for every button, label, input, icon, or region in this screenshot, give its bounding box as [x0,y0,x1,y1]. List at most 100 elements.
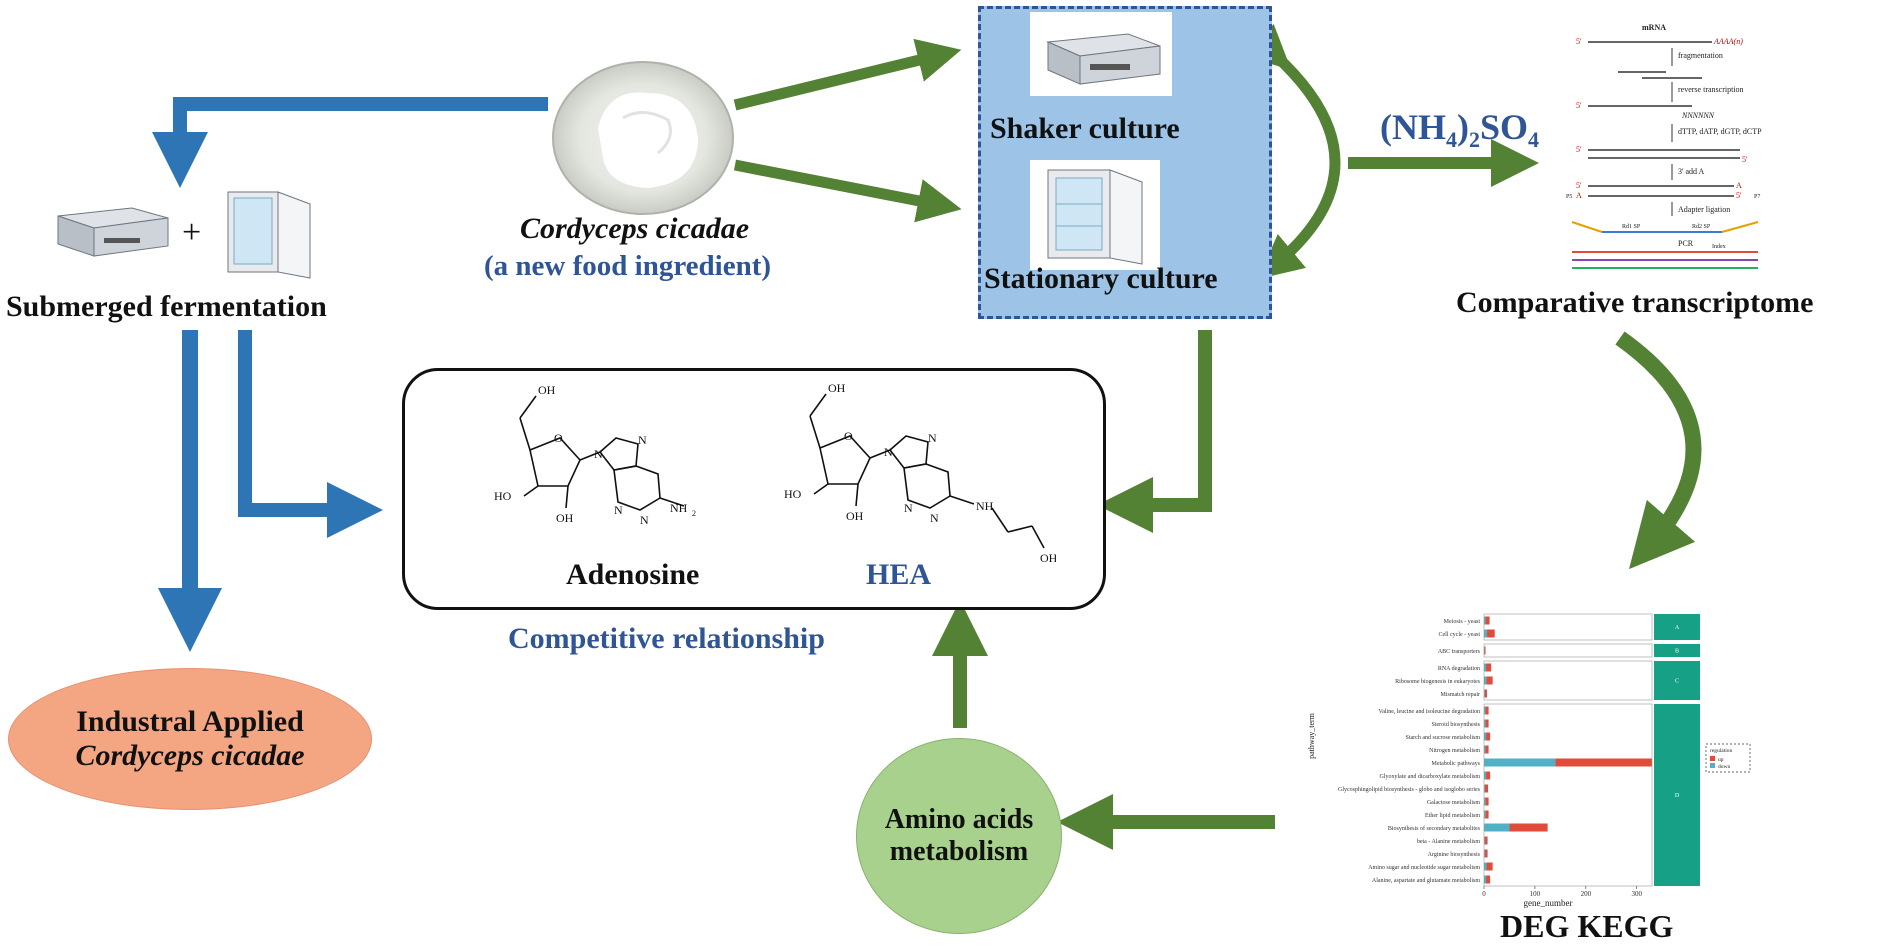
svg-text:HO: HO [494,489,512,503]
transcriptome-workflow-diagram: mRNA 5' AAAA(n) fragmentation reverse tr… [1566,23,1762,269]
kegg-group-strip [1654,644,1700,657]
svg-text:N: N [930,511,939,525]
kegg-bar-up [1486,862,1493,871]
svg-text:fragmentation: fragmentation [1678,51,1723,60]
deg-kegg-label: DEG KEGG [1500,908,1674,944]
shaker-machine-icon [1030,12,1172,96]
kegg-bar-up [1509,823,1548,832]
amino-line2: metabolism [889,836,1029,867]
kegg-panel [1483,703,1653,887]
hea-label: HEA [866,558,932,591]
kegg-group-strip [1654,614,1700,640]
svg-text:OH: OH [846,509,864,523]
svg-text:NH: NH [976,499,994,513]
svg-text:AAAA(n): AAAA(n) [1713,37,1743,46]
kegg-bar-down [1484,810,1486,819]
svg-text:dTTP, dATP, dGTP, dCTP: dTTP, dATP, dGTP, dCTP [1678,127,1762,136]
kegg-legend-entry: down [1718,764,1730,770]
kegg-bar-up [1484,646,1486,655]
kegg-bar-down [1484,732,1487,741]
kegg-category-label: Meiosis - yeast [1444,619,1481,625]
kegg-category-label: Glyoxylate and dicarboxylate metabolism [1380,774,1481,780]
svg-text:A: A [1576,191,1582,200]
adenosine-label: Adenosine [566,558,700,591]
svg-text:A: A [1736,181,1742,190]
stationary-culture-label: Stationary culture [984,262,1218,295]
hea-structure: OH O HO OH N N N N NH OH [784,381,1056,565]
kegg-bar-down [1484,758,1556,767]
kegg-bar-up [1555,758,1652,767]
kegg-bar-down [1484,689,1486,698]
organism-subtitle: (a new food ingredient) [484,250,772,282]
kegg-category-label: RNA degradation [1438,666,1480,672]
svg-text:Adapter ligation: Adapter ligation [1678,205,1730,214]
svg-text:3' add A: 3' add A [1678,167,1705,176]
svg-text:5': 5' [1576,101,1582,110]
kegg-bar-up [1486,732,1491,741]
kegg-category-label: Nitrogen metabolism [1429,748,1480,754]
svg-text:2: 2 [692,509,696,518]
svg-text:5': 5' [1576,145,1582,154]
kegg-x-tick-label: 200 [1581,890,1592,898]
svg-text:O: O [844,429,853,443]
kegg-group-label: C [1675,679,1679,685]
kegg-y-axis-label: pathway_term [1307,712,1316,759]
kegg-bar-up [1485,706,1489,715]
kegg-x-axis-label: gene_number [1524,898,1573,908]
kegg-category-label: beta - Alanine metabolism [1417,839,1480,845]
svg-text:reverse transcription: reverse transcription [1678,85,1744,94]
organism-name: Cordyceps cicadae [520,212,750,245]
svg-text:NNNNNN: NNNNNN [1681,111,1715,120]
arrow-box-to-compounds [1097,330,1212,533]
svg-text:HO: HO [784,487,802,501]
svg-text:N: N [638,433,647,447]
kegg-group-label: D [1675,793,1680,799]
incubator-small-icon [227,191,311,279]
arrow-transcriptome-to-kegg [1615,331,1702,570]
svg-text:N: N [904,501,913,515]
svg-text:N: N [884,445,893,459]
kegg-bar-down [1484,676,1487,685]
reagent-label: (NH4)2SO4 [1380,107,1540,153]
kegg-category-label: Ribosome biogenesis in eukaryotes [1395,679,1480,685]
svg-text:P7: P7 [1754,194,1760,200]
svg-text:5': 5' [1576,37,1582,46]
incubator-icon [1030,160,1160,270]
kegg-category-label: ABC transporters [1438,649,1481,655]
kegg-bar-down [1484,616,1486,625]
kegg-group-label: B [1675,649,1679,655]
kegg-bar-up [1485,689,1488,698]
kegg-bar-down [1484,784,1486,793]
kegg-bar-down [1484,629,1488,638]
kegg-panel [1483,660,1653,701]
compounds-box [402,368,1106,610]
svg-text:Index: Index [1712,244,1726,250]
svg-text:mRNA: mRNA [1642,23,1666,32]
svg-text:N: N [594,447,603,461]
kegg-bar-down [1484,836,1486,845]
svg-text:NH: NH [670,501,688,515]
kegg-panel [1483,613,1653,641]
kegg-bar-down [1484,797,1486,806]
kegg-category-label: Amino sugar and nucleotide sugar metabol… [1368,865,1480,871]
kegg-category-label: Glycosphingolipid biosynthesis - globo a… [1338,787,1481,793]
kegg-category-label: Biosynthesis of secondary metabolites [1388,825,1481,832]
kegg-category-label: Metabolic pathways [1432,761,1481,767]
kegg-category-label: Mismatch repair [1441,692,1481,698]
kegg-bar-up [1486,771,1491,780]
arrow-submerged-to-box [238,330,383,538]
kegg-legend-swatch [1710,763,1715,768]
arrow-dish-to-stationary [733,159,962,223]
kegg-bar-up [1486,875,1491,884]
petri-dish-image [552,61,734,215]
kegg-group-strip [1654,661,1700,700]
kegg-category-label: Steroid biosynthesis [1431,722,1480,728]
svg-text:OH: OH [1040,551,1056,565]
kegg-bar-down [1484,745,1486,754]
amino-acids-node: Amino acids metabolism [856,738,1062,934]
kegg-x-tick-label: 100 [1530,890,1541,898]
plus-sign: + [182,214,202,251]
svg-text:OH: OH [538,383,556,397]
kegg-category-label: Galactose metabolism [1427,800,1480,806]
